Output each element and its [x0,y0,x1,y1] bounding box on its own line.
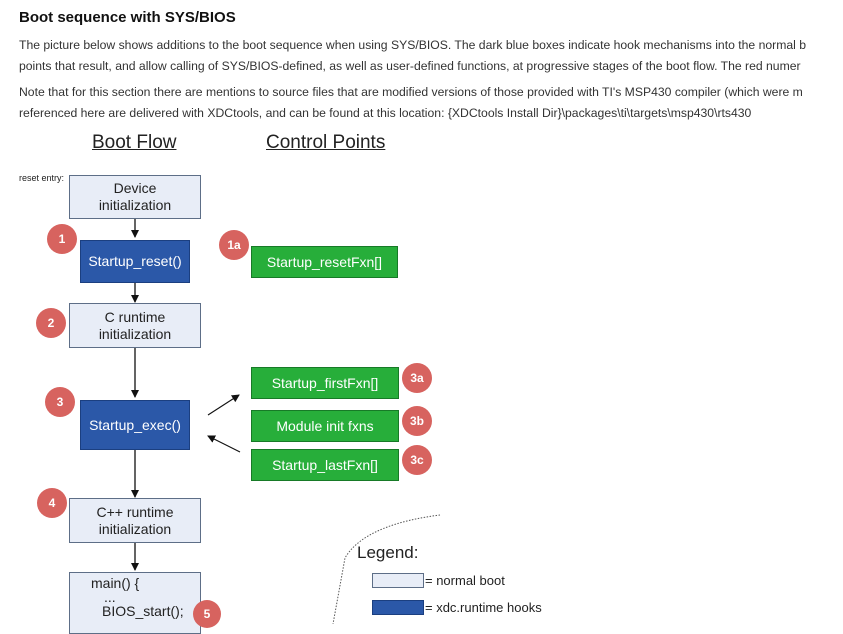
intro-paragraph: The picture below shows additions to the… [19,35,843,77]
note-paragraph: Note that for this section there are men… [19,82,843,124]
step-marker-3c: 3c [402,445,432,475]
c-runtime-line-2: initialization [98,325,172,342]
main-line-3: BIOS_start(); [102,603,184,619]
control-points-heading: Control Points [266,132,386,153]
cpp-runtime-line-1: C++ runtime [96,503,174,520]
step-marker-1: 1 [47,224,77,254]
startup-reset-box: Startup_reset() [80,240,190,283]
legend-title: Legend: [357,543,419,562]
device-init-line-1: Device [113,180,157,196]
main-function-box: main() { ... BIOS_start(); [69,572,201,634]
step-marker-4: 4 [37,488,67,518]
cpp-runtime-line-2: initialization [98,520,172,537]
legend-hook-swatch [372,600,424,615]
cpp-runtime-box: C++ runtime initialization [69,498,201,543]
module-init-fxns-box: Module init fxns [251,410,399,442]
c-runtime-line-1: C runtime [104,308,166,325]
startup-last-fxn-box: Startup_lastFxn[] [251,449,399,481]
legend-normal-label: = normal boot [425,573,505,588]
legend-normal-swatch [372,573,424,588]
step-marker-2: 2 [36,308,66,338]
c-runtime-box: C runtime initialization [69,303,201,348]
device-init-box: Device initialization [69,175,201,219]
boot-flow-heading: Boot Flow [92,132,177,153]
note-line-2: referenced here are delivered with XDCto… [19,106,752,120]
main-line-2: ... [104,589,116,605]
reset-entry-label: reset entry: [19,173,65,183]
main-line-1: main() { [91,575,140,591]
note-line-1: Note that for this section there are men… [19,85,803,99]
step-marker-1a: 1a [219,230,249,260]
section-title: Boot sequence with SYS/BIOS [19,9,236,26]
startup-first-fxn-box: Startup_firstFxn[] [251,367,399,399]
startup-reset-fxn-box: Startup_resetFxn[] [251,246,398,278]
intro-line-1: The picture below shows additions to the… [19,38,807,52]
startup-exec-box: Startup_exec() [80,400,190,450]
device-init-line-2: initialization [98,197,172,213]
step-marker-3b: 3b [402,406,432,436]
intro-line-2: points that result, and allow calling of… [19,59,801,73]
legend-hook-label: = xdc.runtime hooks [425,600,542,615]
step-marker-3a: 3a [402,363,432,393]
step-marker-5: 5 [193,600,221,628]
step-marker-3: 3 [45,387,75,417]
